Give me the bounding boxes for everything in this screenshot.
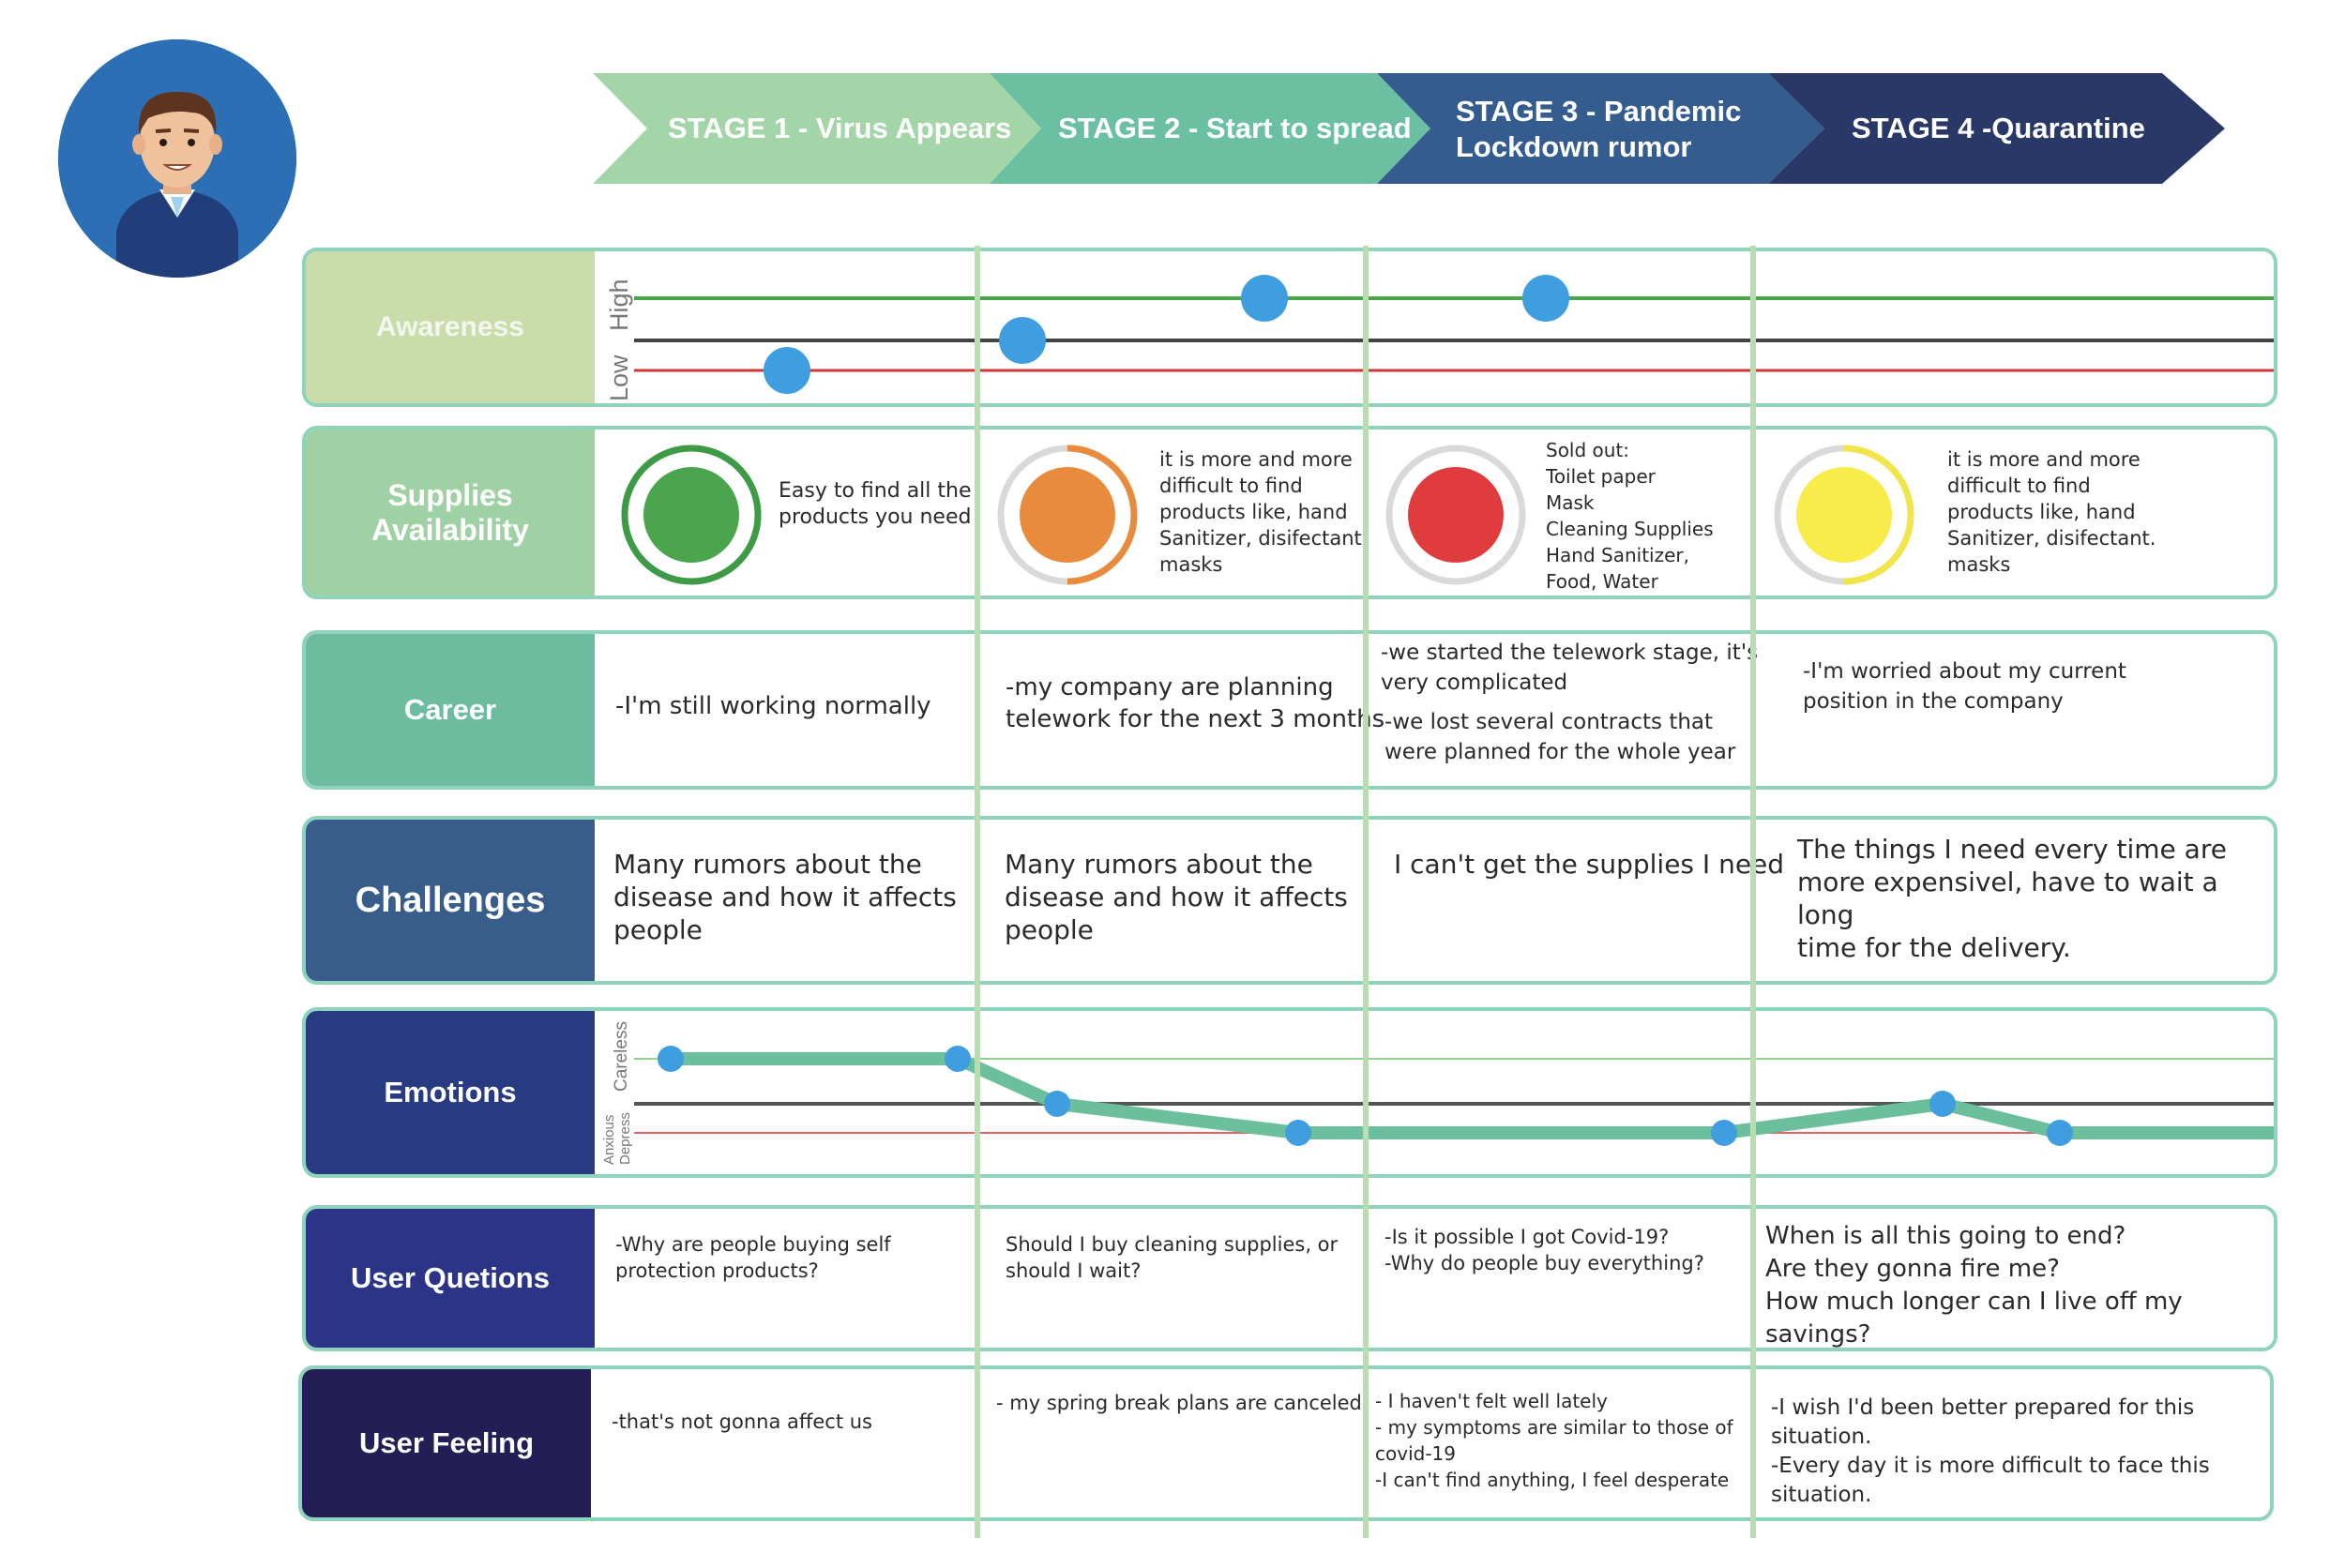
supplies-cell-1: Easy to find all the products you need bbox=[779, 479, 972, 529]
awareness-chart: High Low bbox=[605, 275, 2274, 401]
supply-status-dot-1 bbox=[643, 467, 739, 563]
emotion-point-3 bbox=[1044, 1091, 1070, 1117]
stage-divider-1 bbox=[975, 246, 980, 1538]
challenges-header: Challenges bbox=[306, 820, 595, 981]
awareness-dot-3 bbox=[1241, 275, 1288, 322]
supplies-header: Supplies Availability bbox=[306, 430, 595, 596]
emotion-point-6 bbox=[1929, 1091, 1956, 1117]
emotions-depress-label: Depress bbox=[617, 1112, 633, 1165]
awareness-dot-2 bbox=[999, 317, 1046, 364]
stage-1-arrow bbox=[593, 73, 1041, 184]
challenges-cell-3: I can't get the supplies I need bbox=[1394, 849, 1785, 880]
stage-divider-2 bbox=[1363, 246, 1369, 1538]
stage-4-arrow bbox=[1768, 73, 2225, 184]
man-avatar-icon bbox=[58, 39, 296, 278]
awareness-header: Awareness bbox=[306, 251, 595, 403]
feeling-cell-4: -I wish I'd been better prepared for thi… bbox=[1771, 1395, 2210, 1507]
awareness-dot-4 bbox=[1522, 275, 1569, 322]
emotions-chart: Careless Anxious Depress bbox=[601, 1021, 2274, 1165]
career-cell-1: -I'm still working normally bbox=[615, 692, 931, 720]
supply-ring-progress-1 bbox=[621, 445, 762, 585]
stage-divider-3 bbox=[1750, 246, 1756, 1538]
stage-2-label: STAGE 2 - Start to spread bbox=[1058, 112, 1412, 144]
awareness-dot-1 bbox=[764, 347, 810, 394]
feeling-header: User Feeling bbox=[302, 1369, 591, 1517]
feeling-row: User Feeling -that's not gonna affect us… bbox=[298, 1365, 2274, 1521]
feeling-cell-2: - my spring break plans are canceled bbox=[996, 1392, 1362, 1414]
feeling-cell-1: -that's not gonna affect us bbox=[612, 1410, 872, 1433]
career-cell-4: -I'm worried about my current position i… bbox=[1803, 659, 2126, 714]
stage-banner bbox=[593, 73, 2225, 184]
challenges-row: Challenges Many rumors about the disease… bbox=[302, 816, 2277, 985]
emotion-point-7 bbox=[2047, 1120, 2073, 1146]
awareness-high-label: High bbox=[605, 279, 633, 331]
emotions-row: Emotions Careless Anxious Depress bbox=[302, 1007, 2277, 1178]
stage-3-label: STAGE 3 - Pandemic Lockdown rumor bbox=[1456, 95, 1742, 163]
questions-header: User Quetions bbox=[306, 1209, 595, 1348]
career-cell-2: -my company are planning telework for th… bbox=[1006, 673, 1385, 733]
emotion-point-2 bbox=[945, 1046, 971, 1072]
emotion-point-5 bbox=[1711, 1120, 1737, 1146]
career-cell-3-extra: -we lost several contracts that were pla… bbox=[1384, 710, 1736, 764]
emotion-point-1 bbox=[658, 1046, 684, 1072]
emotions-header: Emotions bbox=[306, 1011, 595, 1174]
supplies-row: Supplies Availability Easy to find all t… bbox=[302, 426, 2277, 599]
supply-status-dot-2 bbox=[1020, 467, 1115, 563]
supply-status-dot-4 bbox=[1796, 467, 1892, 563]
supply-ring-progress-2 bbox=[1067, 445, 1138, 585]
emotions-anxious-label: Anxious bbox=[601, 1115, 617, 1165]
emotions-careless-label: Careless bbox=[612, 1021, 631, 1092]
challenges-cell-1: Many rumors about the disease and how it… bbox=[613, 849, 957, 945]
supplies-indicators bbox=[621, 445, 1914, 585]
supplies-cell-3: Sold out: Toilet paper Mask Cleaning Sup… bbox=[1546, 439, 1714, 593]
feeling-cell-3: - I haven't felt well lately - my sympto… bbox=[1375, 1390, 1733, 1491]
supply-ring-progress-4 bbox=[1843, 445, 1914, 585]
supplies-cell-4: it is more and more difficult to find pr… bbox=[1947, 448, 2156, 576]
stage-1-label: STAGE 1 - Virus Appears bbox=[668, 112, 1012, 144]
stage-3-arrow bbox=[1377, 73, 1824, 184]
emotion-curve bbox=[671, 1052, 2274, 1139]
awareness-low-label: Low bbox=[605, 354, 633, 401]
questions-cell-4: When is all this going to end? Are they … bbox=[1765, 1222, 2183, 1349]
career-cell-3: -we started the telework stage, it's ver… bbox=[1381, 641, 1759, 695]
emotion-point-4 bbox=[1285, 1120, 1311, 1146]
stage-4-label: STAGE 4 -Quarantine bbox=[1852, 112, 2145, 144]
career-row: Career -I'm still working normally -my c… bbox=[302, 630, 2277, 790]
persona-avatar bbox=[58, 39, 296, 278]
supplies-cell-2: it is more and more difficult to find pr… bbox=[1159, 448, 1369, 576]
career-header: Career bbox=[306, 634, 595, 786]
questions-row: User Quetions -Why are people buying sel… bbox=[302, 1205, 2277, 1351]
challenges-cell-4: The things I need every time are more ex… bbox=[1797, 834, 2227, 963]
supply-ring-track-3 bbox=[1385, 445, 1526, 585]
awareness-row: Awareness High Low bbox=[302, 248, 2277, 407]
stage-2-arrow bbox=[990, 73, 1430, 184]
questions-cell-2: Should I buy cleaning supplies, or shoul… bbox=[1006, 1233, 1339, 1282]
challenges-cell-2: Many rumors about the disease and how it… bbox=[1005, 849, 1348, 945]
supply-status-dot-3 bbox=[1408, 467, 1504, 563]
questions-cell-1: -Why are people buying self protection p… bbox=[615, 1233, 891, 1282]
questions-cell-3: -Is it possible I got Covid-19? -Why do … bbox=[1384, 1226, 1704, 1274]
